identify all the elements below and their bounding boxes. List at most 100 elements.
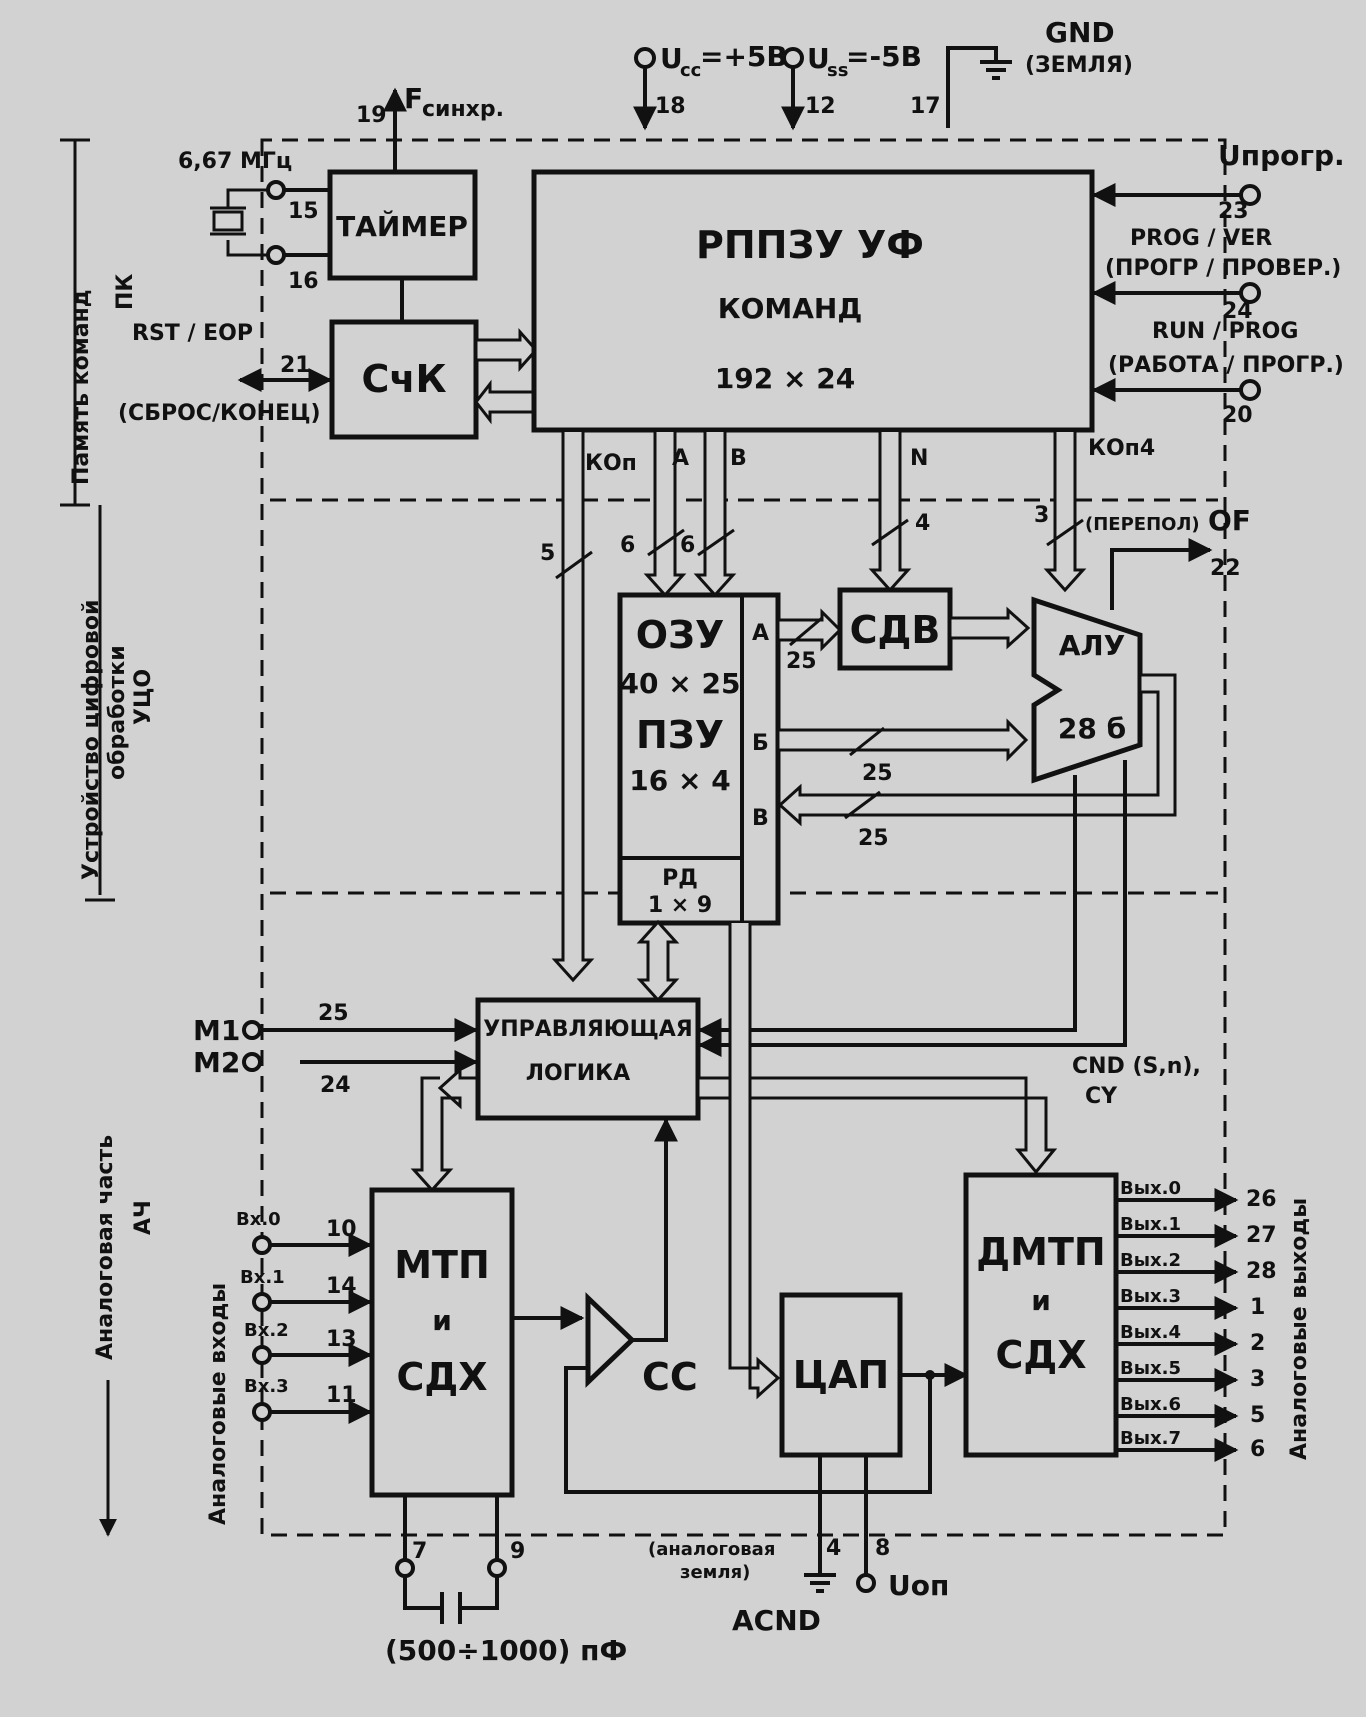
rd-logic-bus (636, 919, 680, 1003)
cap-pin-7: 7 (412, 1539, 427, 1564)
reset-signal-label: RST / EOP (132, 321, 253, 346)
output-pin: 27 (1246, 1223, 1277, 1248)
output-pin: 26 (1246, 1187, 1277, 1212)
timer-label: ТАЙМЕР (336, 209, 468, 243)
alu-section: 25 СДВ 25 АЛУ 28 б 25 (ПЕРЕПОЛ) OF 22 (697, 504, 1251, 1057)
analog-output: Вых.0 26 (1116, 1178, 1277, 1212)
rom-block: РППЗУ УФ КОМАНД 192 × 24 Uпрогр. 23 PROG… (531, 139, 1345, 433)
input-pin: 11 (326, 1383, 357, 1408)
m2-label: M2 (193, 1046, 240, 1079)
section-labels: Память команд ПК Устройство цифровой обр… (60, 138, 156, 1537)
ram-port-b: Б (752, 731, 769, 756)
timer-pin-b: 16 (288, 269, 319, 294)
uprog-pin: 23 (1218, 199, 1249, 224)
mtp-sdh: СДХ (396, 1355, 487, 1399)
output-pin: 1 (1250, 1295, 1265, 1320)
output-label: Вых.7 (1120, 1428, 1181, 1449)
m1-pin: 25 (318, 1001, 349, 1026)
rd-size: 1 × 9 (648, 893, 712, 918)
prog-pin: 24 (1222, 299, 1253, 324)
overflow-label: (ПЕРЕПОЛ) (1085, 514, 1200, 535)
agnd-label: (аналоговая (648, 1539, 775, 1560)
output-pin: 6 (1250, 1437, 1265, 1462)
bus-n-width: 4 (915, 511, 930, 536)
counter-block: СчК RST / EOP (СБРОС/КОНЕЦ) 21 (118, 319, 539, 440)
acnd-label: ACND (732, 1604, 821, 1637)
section-ucho-abbr: УЦО (131, 669, 156, 725)
dac-block: ЦАП (аналоговая земля) 4 8 Uоп ACND (648, 923, 969, 1637)
section-ach-title: Аналоговая часть (93, 1135, 118, 1360)
uss-sub: ss (827, 60, 848, 81)
prog-ver-label: PROG / VER (1130, 226, 1272, 251)
uprog-label: Uпрогр. (1218, 139, 1345, 172)
input-label: Вх.3 (244, 1376, 289, 1397)
agnd-label-2: земля) (680, 1562, 750, 1583)
output-pin: 3 (1250, 1367, 1265, 1392)
input-label: Вх.1 (240, 1267, 285, 1288)
bus-n-label: N (910, 446, 928, 471)
output-label: Вых.3 (1120, 1286, 1181, 1307)
section-ucho-sub: обработки (105, 645, 130, 780)
prom-title: ПЗУ (636, 713, 724, 757)
run-pin: 20 (1222, 403, 1253, 428)
analog-input: Вх.2 13 (244, 1320, 373, 1367)
output-pin: 28 (1246, 1259, 1277, 1284)
output-label: Вых.0 (1120, 1178, 1181, 1199)
input-label: Вх.0 (236, 1209, 281, 1230)
analog-output: Вых.3 1 (1116, 1286, 1265, 1320)
rom-size: 192 × 24 (715, 362, 855, 395)
bus-b-label: В (730, 446, 747, 471)
ucc-sub: cc (680, 60, 701, 81)
comparator-block: СС (512, 1117, 932, 1494)
input-label: Вх.2 (244, 1320, 289, 1341)
analog-output: Вых.5 3 (1116, 1358, 1265, 1392)
dmtp-block: ДМТП и СДХ Аналоговые выходы Вых.0 26 Вы… (963, 1172, 1312, 1462)
sdv-label: СДВ (850, 608, 941, 652)
timer-block: 6,67 МГц 15 16 ТАЙМЕР (178, 149, 478, 322)
mtp-block: МТП и СДХ Аналоговые входы Вх.0 10 Вх.1 … (206, 1187, 627, 1667)
output-label: Вых.2 (1120, 1250, 1181, 1271)
agnd-pin: 4 (826, 1536, 841, 1561)
dmtp-and: и (1031, 1284, 1051, 1317)
bus-a-width: 6 (620, 533, 635, 558)
analog-output: Вых.4 2 (1116, 1322, 1265, 1356)
uop-pin: 8 (875, 1536, 890, 1561)
kop-label: КОп (585, 451, 637, 476)
run-prog-ru: (РАБОТА / ПРОГР.) (1108, 353, 1344, 378)
uop-label: Uоп (888, 1569, 949, 1602)
ram-title: ОЗУ (636, 613, 725, 657)
section-pk-abbr: ПК (113, 274, 138, 310)
reset-signal-ru: (СБРОС/КОНЕЦ) (118, 401, 321, 426)
counter-pin: 21 (280, 353, 311, 378)
m1-label: M1 (193, 1014, 240, 1047)
rom-title: РППЗУ УФ (696, 223, 924, 267)
fsync-pin: 19 (356, 103, 387, 128)
counter-label: СчК (361, 357, 446, 401)
overflow-pin: 22 (1210, 556, 1241, 581)
section-ucho-title: Устройство цифровой (79, 600, 104, 880)
output-pin: 2 (1250, 1331, 1265, 1356)
logic-subtitle: ЛОГИКА (526, 1061, 630, 1086)
analog-inputs-label: Аналоговые входы (206, 1283, 231, 1525)
ram-a-width: 25 (786, 649, 817, 674)
ram-b-width: 25 (862, 761, 893, 786)
analog-output: Вых.6 5 (1116, 1394, 1265, 1428)
uss-pin: 12 (805, 94, 836, 119)
prom-size: 16 × 4 (629, 764, 730, 797)
crystal-frequency: 6,67 МГц (178, 149, 292, 174)
cap-pin-9: 9 (510, 1539, 525, 1564)
dmtp-sdh: СДХ (995, 1333, 1086, 1377)
output-label: Вых.4 (1120, 1322, 1181, 1343)
analog-output: Вых.2 28 (1116, 1250, 1277, 1284)
analog-output: Вых.1 27 (1116, 1214, 1277, 1248)
dmtp-title: ДМТП (976, 1230, 1105, 1274)
rd-title: РД (662, 866, 698, 891)
carry-label: CY (1085, 1084, 1118, 1109)
kop-width: 5 (540, 541, 555, 566)
uss-value: =-5В (846, 40, 922, 73)
ram-port-c: В (752, 806, 769, 831)
dac-label: ЦАП (793, 1353, 889, 1397)
gnd-ru-label: (ЗЕМЛЯ) (1025, 53, 1133, 78)
overflow-flag: OF (1208, 504, 1251, 537)
